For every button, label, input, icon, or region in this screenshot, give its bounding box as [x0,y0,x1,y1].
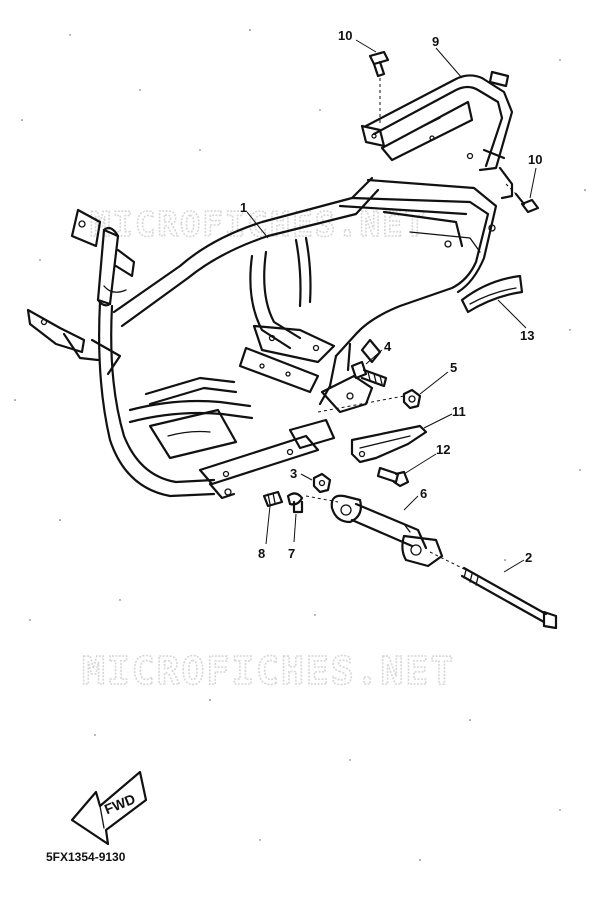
callout-7: 7 [288,546,295,561]
nut-part-3 [312,472,332,494]
callout-6: 6 [420,486,427,501]
mudguard-part-13 [460,274,524,314]
leader-lines [246,39,537,573]
bolt-part-2 [429,551,558,630]
callout-5: 5 [450,360,457,375]
nut-part-5 [317,388,422,413]
fwd-badge: FWD [70,770,148,846]
callout-9: 9 [432,34,439,49]
bolt-part-10-right [505,183,540,214]
bolt-part-4 [350,360,388,388]
frame-part-1 [26,176,498,500]
bracket-part-11 [350,424,428,464]
callout-10-top: 10 [338,28,352,43]
bush-part-8 [262,490,284,508]
fwd-label: FWD [102,791,138,818]
callout-2: 2 [525,550,532,565]
bolt-part-10-top [368,50,390,124]
callout-3: 3 [290,466,297,481]
callout-1: 1 [240,200,247,215]
callout-8: 8 [258,546,265,561]
carrier-part-9 [360,70,514,200]
scan-specks [14,29,586,861]
watermark-bottom: MICROFICHES.NET [82,649,455,693]
bolt-part-12 [376,466,410,488]
diagram-code: 5FX1354-9130 [46,850,126,864]
bracket-part-6 [330,494,444,568]
callout-11: 11 [452,404,466,419]
callout-4: 4 [384,339,392,354]
callout-13: 13 [520,328,534,343]
callout-12: 12 [436,442,450,457]
callout-10-right: 10 [528,152,542,167]
arrow-fwd-icon [70,770,148,846]
collar-part-7 [286,492,339,514]
